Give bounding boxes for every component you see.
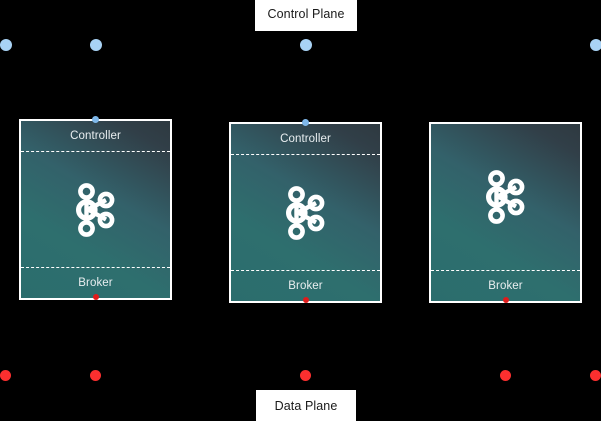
node-1-broker-attach-dot[interactable] — [93, 294, 99, 300]
node-3-broker-section: Broker — [488, 280, 523, 292]
kafka-logo-icon — [75, 182, 114, 237]
data-plane-label: Data Plane — [256, 390, 356, 421]
control-plane-dot-right-edge[interactable] — [590, 39, 601, 51]
node-1-broker-section: Broker — [78, 277, 113, 289]
kafka-logo-icon — [485, 170, 524, 224]
node-2-logo-area — [231, 155, 380, 271]
data-plane-dot-left-edge[interactable] — [0, 370, 11, 381]
data-plane-dot-node-1[interactable] — [90, 370, 101, 381]
control-plane-dot-node-2[interactable] — [300, 39, 312, 51]
control-plane-dot-left-edge[interactable] — [0, 39, 12, 51]
node-1-controller-attach-dot[interactable] — [92, 116, 99, 123]
node-2-controller-section: Controller — [231, 124, 380, 155]
kafka-logo-icon — [285, 185, 324, 240]
data-plane-dot-node-2[interactable] — [300, 370, 311, 381]
node-3-logo-area — [431, 124, 580, 271]
control-plane-dot-node-1[interactable] — [90, 39, 102, 51]
data-plane-dot-right-edge[interactable] — [590, 370, 601, 381]
node-1-logo-area — [21, 152, 170, 268]
kafka-node-2[interactable]: Controller Broker — [229, 122, 382, 303]
control-plane-label: Control Plane — [255, 0, 357, 31]
node-2-broker-attach-dot[interactable] — [303, 297, 309, 303]
node-1-controller-section: Controller — [21, 121, 170, 152]
node-3-broker-attach-dot[interactable] — [503, 297, 509, 303]
node-2-broker-section: Broker — [288, 280, 323, 292]
kafka-node-1[interactable]: Controller Broker — [19, 119, 172, 300]
node-2-controller-attach-dot[interactable] — [302, 119, 309, 126]
kafka-node-3[interactable]: Broker — [429, 122, 582, 303]
data-plane-dot-node-3[interactable] — [500, 370, 511, 381]
